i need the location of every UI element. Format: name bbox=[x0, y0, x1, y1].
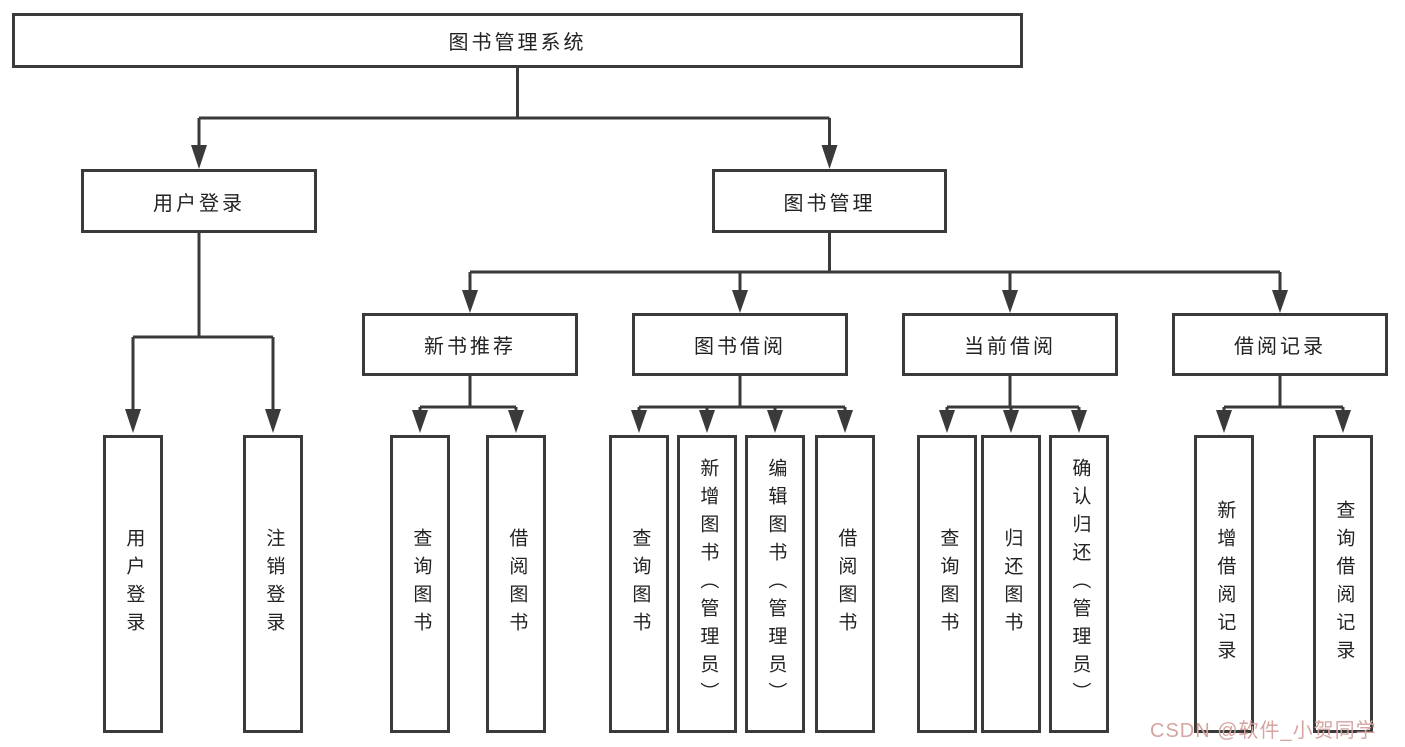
node-current-borrow: 当前借阅 bbox=[902, 313, 1118, 376]
leaf-cb-confirm-return-admin: 确认归还（管理员） bbox=[1049, 435, 1109, 733]
leaf-bb-query-book: 查询图书 bbox=[609, 435, 669, 733]
node-root: 图书管理系统 bbox=[12, 13, 1023, 68]
node-book-borrow-label: 图书借阅 bbox=[694, 336, 786, 358]
arrowhead bbox=[1002, 290, 1018, 313]
arrowhead bbox=[125, 409, 141, 433]
leaf-nb-borrow-book: 借阅图书 bbox=[486, 435, 546, 733]
node-user-login: 用户登录 bbox=[81, 169, 317, 233]
leaf-bb-add-book-admin: 新增图书（管理员） bbox=[677, 435, 737, 733]
node-book-mgmt-label: 图书管理 bbox=[783, 192, 876, 215]
node-borrow-records: 借阅记录 bbox=[1172, 313, 1388, 376]
connector-root-stem bbox=[197, 68, 831, 147]
arrowhead bbox=[1071, 410, 1087, 433]
arrowhead bbox=[1003, 410, 1019, 433]
arrowhead bbox=[1216, 410, 1232, 433]
arrowhead bbox=[631, 410, 647, 433]
node-root-label: 图书管理系统 bbox=[448, 32, 587, 54]
arrowhead bbox=[939, 410, 955, 433]
node-current-borrow-label: 当前借阅 bbox=[964, 336, 1056, 358]
leaf-logout: 注销登录 bbox=[243, 435, 303, 733]
arrowhead bbox=[732, 290, 748, 313]
leaf-nb-query-book-label: 查询图书 bbox=[410, 528, 432, 640]
connector-user-login bbox=[131, 233, 275, 411]
leaf-nb-borrow-book-label: 借阅图书 bbox=[506, 528, 528, 640]
node-book-mgmt: 图书管理 bbox=[712, 169, 947, 233]
leaf-cb-query-book-label: 查询图书 bbox=[937, 528, 959, 640]
leaf-br-query-record-label: 查询借阅记录 bbox=[1333, 500, 1355, 668]
node-new-book-recommend-label: 新书推荐 bbox=[424, 336, 516, 358]
arrowhead bbox=[767, 410, 783, 433]
csdn-watermark: CSDN @软件_小贺同学 bbox=[1150, 720, 1377, 742]
leaf-bb-borrow-book: 借阅图书 bbox=[815, 435, 875, 733]
arrowhead bbox=[837, 410, 853, 433]
leaf-cb-query-book: 查询图书 bbox=[917, 435, 977, 733]
arrowhead bbox=[412, 410, 428, 433]
connector-group-2 bbox=[637, 376, 847, 412]
connector-group-1 bbox=[418, 376, 518, 412]
arrowhead bbox=[1335, 410, 1351, 433]
leaf-bb-add-book-admin-label: 新增图书（管理员） bbox=[697, 458, 719, 710]
node-user-login-label: 用户登录 bbox=[153, 192, 245, 215]
leaf-cb-return-book: 归还图书 bbox=[981, 435, 1041, 733]
leaf-cb-return-book-label: 归还图书 bbox=[1001, 528, 1023, 640]
arrowhead bbox=[508, 410, 524, 433]
arrowhead bbox=[191, 145, 207, 169]
leaf-user-login: 用户登录 bbox=[103, 435, 163, 733]
connector-book-mgmt bbox=[468, 233, 1282, 292]
leaf-bb-edit-book-admin: 编辑图书（管理员） bbox=[745, 435, 805, 733]
arrowhead bbox=[821, 145, 838, 169]
connector-group-3 bbox=[945, 376, 1081, 412]
leaf-br-add-record-label: 新增借阅记录 bbox=[1214, 500, 1236, 668]
leaf-br-query-record: 查询借阅记录 bbox=[1313, 435, 1373, 733]
leaf-bb-edit-book-admin-label: 编辑图书（管理员） bbox=[765, 458, 787, 710]
leaf-bb-query-book-label: 查询图书 bbox=[629, 528, 651, 640]
node-borrow-records-label: 借阅记录 bbox=[1234, 336, 1326, 358]
leaf-cb-confirm-return-admin-label: 确认归还（管理员） bbox=[1069, 458, 1091, 710]
arrowhead bbox=[462, 290, 478, 313]
leaf-logout-label: 注销登录 bbox=[263, 528, 285, 640]
arrowhead bbox=[699, 410, 715, 433]
node-new-book-recommend: 新书推荐 bbox=[362, 313, 578, 376]
arrowhead bbox=[265, 409, 281, 433]
leaf-nb-query-book: 查询图书 bbox=[390, 435, 450, 733]
leaf-bb-borrow-book-label: 借阅图书 bbox=[835, 528, 857, 640]
connector-group-4 bbox=[1222, 376, 1345, 412]
arrowhead bbox=[1272, 290, 1288, 313]
node-book-borrow: 图书借阅 bbox=[632, 313, 848, 376]
leaf-br-add-record: 新增借阅记录 bbox=[1194, 435, 1254, 733]
leaf-user-login-label: 用户登录 bbox=[123, 528, 145, 640]
